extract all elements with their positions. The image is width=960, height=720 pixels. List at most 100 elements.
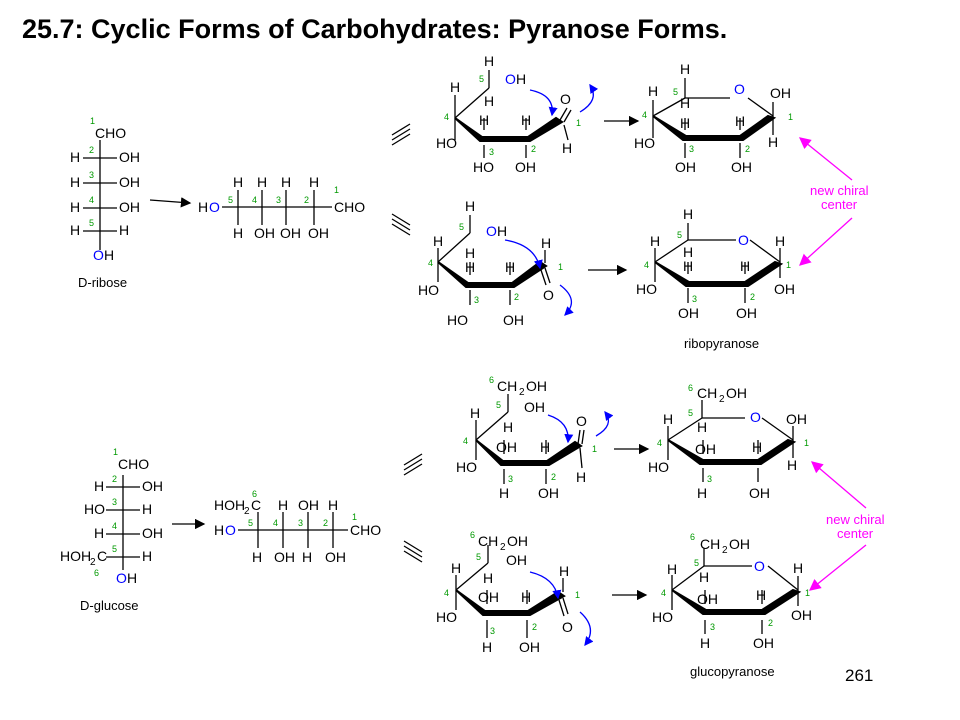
svg-text:H: H xyxy=(309,174,319,190)
svg-text:O: O xyxy=(93,247,104,263)
svg-text:OH: OH xyxy=(675,159,696,175)
svg-text:center: center xyxy=(821,197,858,212)
svg-text:1: 1 xyxy=(558,262,563,272)
svg-text:H: H xyxy=(521,589,531,605)
svg-text:H: H xyxy=(483,570,493,586)
equivalence-mark xyxy=(391,213,411,236)
svg-text:O: O xyxy=(486,223,497,239)
svg-text:H: H xyxy=(70,199,80,215)
svg-text:2: 2 xyxy=(500,542,506,553)
svg-text:1: 1 xyxy=(786,260,791,270)
svg-text:3: 3 xyxy=(489,147,494,157)
svg-text:OH: OH xyxy=(697,591,718,607)
svg-text:OH: OH xyxy=(119,149,140,165)
svg-text:H: H xyxy=(793,560,803,576)
svg-text:H: H xyxy=(482,639,492,655)
svg-text:O: O xyxy=(738,232,749,248)
svg-text:O: O xyxy=(560,91,571,107)
svg-text:OH: OH xyxy=(507,533,528,549)
svg-text:5: 5 xyxy=(496,400,501,410)
svg-text:H: H xyxy=(70,174,80,190)
svg-text:HO: HO xyxy=(456,459,477,475)
svg-text:center: center xyxy=(837,526,874,541)
svg-text:OH: OH xyxy=(119,199,140,215)
svg-text:2: 2 xyxy=(768,618,773,628)
svg-text:2: 2 xyxy=(531,144,536,154)
svg-text:5: 5 xyxy=(677,230,682,240)
svg-text:OH: OH xyxy=(298,497,319,513)
equivalence-mark xyxy=(403,453,423,476)
svg-text:O: O xyxy=(209,199,220,215)
svg-text:6: 6 xyxy=(690,532,695,542)
svg-text:H: H xyxy=(559,563,569,579)
svg-text:OH: OH xyxy=(726,385,747,401)
svg-text:H: H xyxy=(505,259,515,275)
svg-text:6: 6 xyxy=(489,375,494,385)
svg-text:OH: OH xyxy=(729,536,750,552)
svg-text:OH: OH xyxy=(515,159,536,175)
svg-text:5: 5 xyxy=(248,518,253,528)
svg-text:HO: HO xyxy=(648,459,669,475)
svg-text:O: O xyxy=(734,81,745,97)
svg-text:H: H xyxy=(214,522,224,538)
svg-text:H: H xyxy=(740,258,750,274)
svg-text:5: 5 xyxy=(479,74,484,84)
svg-text:OH: OH xyxy=(526,378,547,394)
svg-text:H: H xyxy=(499,485,509,501)
svg-text:5: 5 xyxy=(694,558,699,568)
glucose-fischer-projection xyxy=(106,475,140,570)
svg-text:OH: OH xyxy=(506,552,527,568)
svg-text:OH: OH xyxy=(736,305,757,321)
svg-text:OH: OH xyxy=(280,225,301,241)
svg-text:H: H xyxy=(775,233,785,249)
svg-text:4: 4 xyxy=(644,260,649,270)
svg-text:H: H xyxy=(94,525,104,541)
svg-text:O: O xyxy=(576,413,587,429)
svg-text:OH: OH xyxy=(791,607,812,623)
svg-text:H: H xyxy=(735,113,745,129)
svg-text:5: 5 xyxy=(459,222,464,232)
svg-text:H: H xyxy=(683,258,693,274)
svg-text:CH: CH xyxy=(497,378,517,394)
svg-text:HO: HO xyxy=(473,159,494,175)
svg-text:HOH: HOH xyxy=(60,548,91,564)
svg-text:2: 2 xyxy=(89,145,94,155)
svg-text:OH: OH xyxy=(503,312,524,328)
svg-text:CHO: CHO xyxy=(350,522,381,538)
svg-text:2: 2 xyxy=(519,387,525,398)
svg-text:H: H xyxy=(484,93,494,109)
svg-text:O: O xyxy=(562,619,573,635)
svg-text:H: H xyxy=(540,439,550,455)
svg-text:OH: OH xyxy=(325,549,346,565)
svg-text:H: H xyxy=(252,549,262,565)
svg-text:H: H xyxy=(127,570,137,586)
svg-text:2: 2 xyxy=(532,622,537,632)
svg-text:3: 3 xyxy=(490,626,495,636)
slide-title: 25.7: Cyclic Forms of Carbohydrates: Pyr… xyxy=(22,14,728,44)
svg-text:5: 5 xyxy=(112,544,117,554)
svg-text:1: 1 xyxy=(90,116,95,126)
svg-text:6: 6 xyxy=(688,383,693,393)
equivalence-mark xyxy=(403,540,423,563)
svg-text:OH: OH xyxy=(538,485,559,501)
svg-text:H: H xyxy=(465,198,475,214)
svg-text:4: 4 xyxy=(463,436,468,446)
svg-text:4: 4 xyxy=(657,438,662,448)
svg-text:H: H xyxy=(198,199,208,215)
svg-text:OH: OH xyxy=(519,639,540,655)
svg-text:2: 2 xyxy=(551,472,556,482)
svg-text:5: 5 xyxy=(89,218,94,228)
svg-text:CHO: CHO xyxy=(334,199,365,215)
new-chiral-center-callout-bottom: new chiral center xyxy=(808,461,885,591)
svg-text:5: 5 xyxy=(688,408,693,418)
svg-text:H: H xyxy=(433,233,443,249)
svg-text:OH: OH xyxy=(774,281,795,297)
svg-text:H: H xyxy=(683,244,693,260)
svg-text:H: H xyxy=(328,497,338,513)
